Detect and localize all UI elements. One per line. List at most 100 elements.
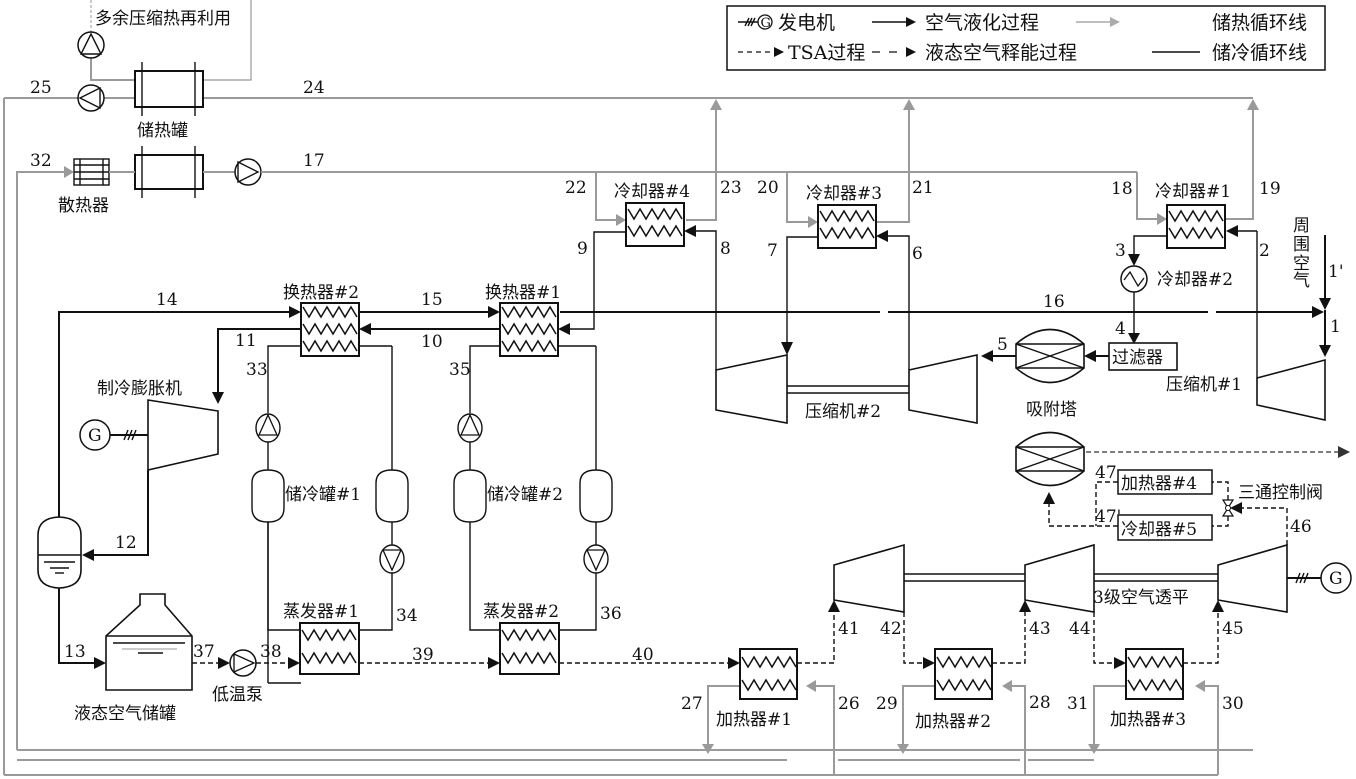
stream-14: 14 xyxy=(156,290,178,310)
generator-symbol: G xyxy=(88,426,102,446)
three-way-valve-label: 三通控制阀 xyxy=(1238,483,1323,503)
cooler-3-label: 冷却器#3 xyxy=(806,184,882,204)
svg-text:周: 周 xyxy=(1293,216,1310,236)
cold-tank-1b xyxy=(375,469,409,523)
stream-35: 35 xyxy=(449,360,471,380)
adsorber xyxy=(1015,328,1085,384)
cooler-5-label: 冷却器#5 xyxy=(1121,520,1197,540)
pump-heat-reuse xyxy=(77,31,105,59)
heat-storage-tank-label: 储热罐 xyxy=(137,121,188,141)
legend-generator-symbol: G xyxy=(738,14,773,31)
gas-liquid-separator xyxy=(37,516,82,589)
stream-12: 12 xyxy=(115,533,137,553)
stream-32: 32 xyxy=(30,151,52,171)
turbine-label: 3级空气透平 xyxy=(1093,588,1189,608)
stream-34: 34 xyxy=(396,606,418,626)
cooler-1-label: 冷却器#1 xyxy=(1155,182,1231,202)
stream-42: 42 xyxy=(880,619,902,639)
stream-13: 13 xyxy=(64,642,86,662)
cold-tank-2a xyxy=(453,469,487,523)
pump-35 xyxy=(457,413,483,443)
stream-21: 21 xyxy=(912,178,934,198)
stream-11: 11 xyxy=(235,331,257,351)
legend: G 发电机 空气液化过程 储热循环线 TSA过程 液态空气释能过程 储冷循环线 xyxy=(726,5,1326,71)
stream-24: 24 xyxy=(303,78,325,98)
radiator-label: 散热器 xyxy=(58,196,109,216)
compressor-2 xyxy=(715,354,978,424)
heat-exchanger-1-label: 换热器#1 xyxy=(485,283,561,303)
stream-16: 16 xyxy=(1043,292,1065,312)
legend-air-liquefaction-symbol xyxy=(872,17,916,27)
air-liquefaction-lines: 压缩机#1 冷却器#2 过滤器 吸附塔 xyxy=(37,225,1331,724)
heat-exchanger-2 xyxy=(300,302,360,357)
stream-1: 1 xyxy=(1330,317,1341,337)
stream-25: 25 xyxy=(30,78,52,98)
evaporator-1-label: 蒸发器#1 xyxy=(283,602,359,622)
cooler-1 xyxy=(1166,204,1226,249)
stream-45: 45 xyxy=(1222,619,1244,639)
stream-26: 26 xyxy=(838,694,860,714)
filter-label: 过滤器 xyxy=(1112,348,1163,368)
cooler-2 xyxy=(1120,265,1148,293)
pump-34 xyxy=(379,544,405,574)
cold-tank-2-label: 储冷罐#2 xyxy=(487,485,563,505)
stream-9: 9 xyxy=(577,239,588,259)
turbine-generator-symbol: G xyxy=(1329,569,1343,589)
adsorber-label: 吸附塔 xyxy=(1026,400,1077,420)
legend-label-tsa: TSA过程 xyxy=(788,42,865,64)
legend-tsa-symbol xyxy=(738,47,784,57)
heater-4-label: 加热器#4 xyxy=(1121,474,1197,494)
heat-reuse-label: 多余压缩热再利用 xyxy=(95,9,231,29)
cooler-4-label: 冷却器#4 xyxy=(614,182,690,202)
pump-33 xyxy=(255,413,281,443)
heat-storage-loop: 多余压缩热再利用 储热罐 xyxy=(3,0,1259,776)
heater-3 xyxy=(1125,648,1184,700)
cryogenic-pump xyxy=(229,649,257,677)
stream-28: 28 xyxy=(1029,693,1051,713)
stream-31: 31 xyxy=(1067,694,1089,714)
ambient-air-label: 周 围 空 气 xyxy=(1293,216,1310,291)
liquid-air-tank-label: 液态空气储罐 xyxy=(74,704,176,724)
svg-text:气: 气 xyxy=(1293,271,1310,291)
stream-10: 10 xyxy=(421,332,443,352)
stream-38: 38 xyxy=(260,642,282,662)
cooler-3 xyxy=(817,204,877,249)
cooler-2-label: 冷却器#2 xyxy=(1157,270,1233,290)
svg-text:G: G xyxy=(761,16,771,31)
turbine-stage-2 xyxy=(1024,543,1095,613)
stream-19: 19 xyxy=(1259,179,1281,199)
stream-18: 18 xyxy=(1111,179,1133,199)
expander-label: 制冷膨胀机 xyxy=(97,379,182,399)
stream-23: 23 xyxy=(720,178,742,198)
stream-17: 17 xyxy=(303,151,325,171)
stream-30: 30 xyxy=(1222,694,1244,714)
heater-3-label: 加热器#3 xyxy=(1110,710,1186,730)
legend-label-heat-loop: 储热循环线 xyxy=(1212,12,1307,34)
cooler-4 xyxy=(625,202,685,247)
cooler-5 xyxy=(1117,514,1213,541)
legend-frame xyxy=(726,5,1326,71)
heater-2 xyxy=(934,648,993,700)
refrigeration-expander xyxy=(147,399,219,472)
liquid-air-tank xyxy=(105,593,193,691)
stream-8: 8 xyxy=(720,239,731,259)
stream-4: 4 xyxy=(1115,319,1126,339)
legend-heat-loop-symbol xyxy=(1076,17,1120,27)
energy-release-lines: 低温泵 蒸发器#1 蒸发器#2 加热器#1 xyxy=(192,431,1352,732)
stream-47p: 47' xyxy=(1095,507,1121,527)
cold-tank-1a xyxy=(251,469,285,523)
stream-41: 41 xyxy=(838,619,860,639)
stream-36: 36 xyxy=(600,604,622,624)
radiator xyxy=(73,158,110,186)
stream-44: 44 xyxy=(1069,619,1091,639)
stream-39: 39 xyxy=(412,645,434,665)
stream-1p: 1' xyxy=(1328,262,1344,282)
legend-label-release: 液态空气释能过程 xyxy=(925,42,1077,64)
stream-7: 7 xyxy=(767,241,778,261)
pump-36 xyxy=(583,544,609,574)
compressor-2-label: 压缩机#2 xyxy=(805,402,881,422)
heat-storage-tank-2 xyxy=(134,146,204,198)
heat-exchanger-2-label: 换热器#2 xyxy=(283,283,359,303)
legend-label-cold-loop: 储冷循环线 xyxy=(1212,42,1307,64)
heat-exchanger-1 xyxy=(499,302,559,357)
